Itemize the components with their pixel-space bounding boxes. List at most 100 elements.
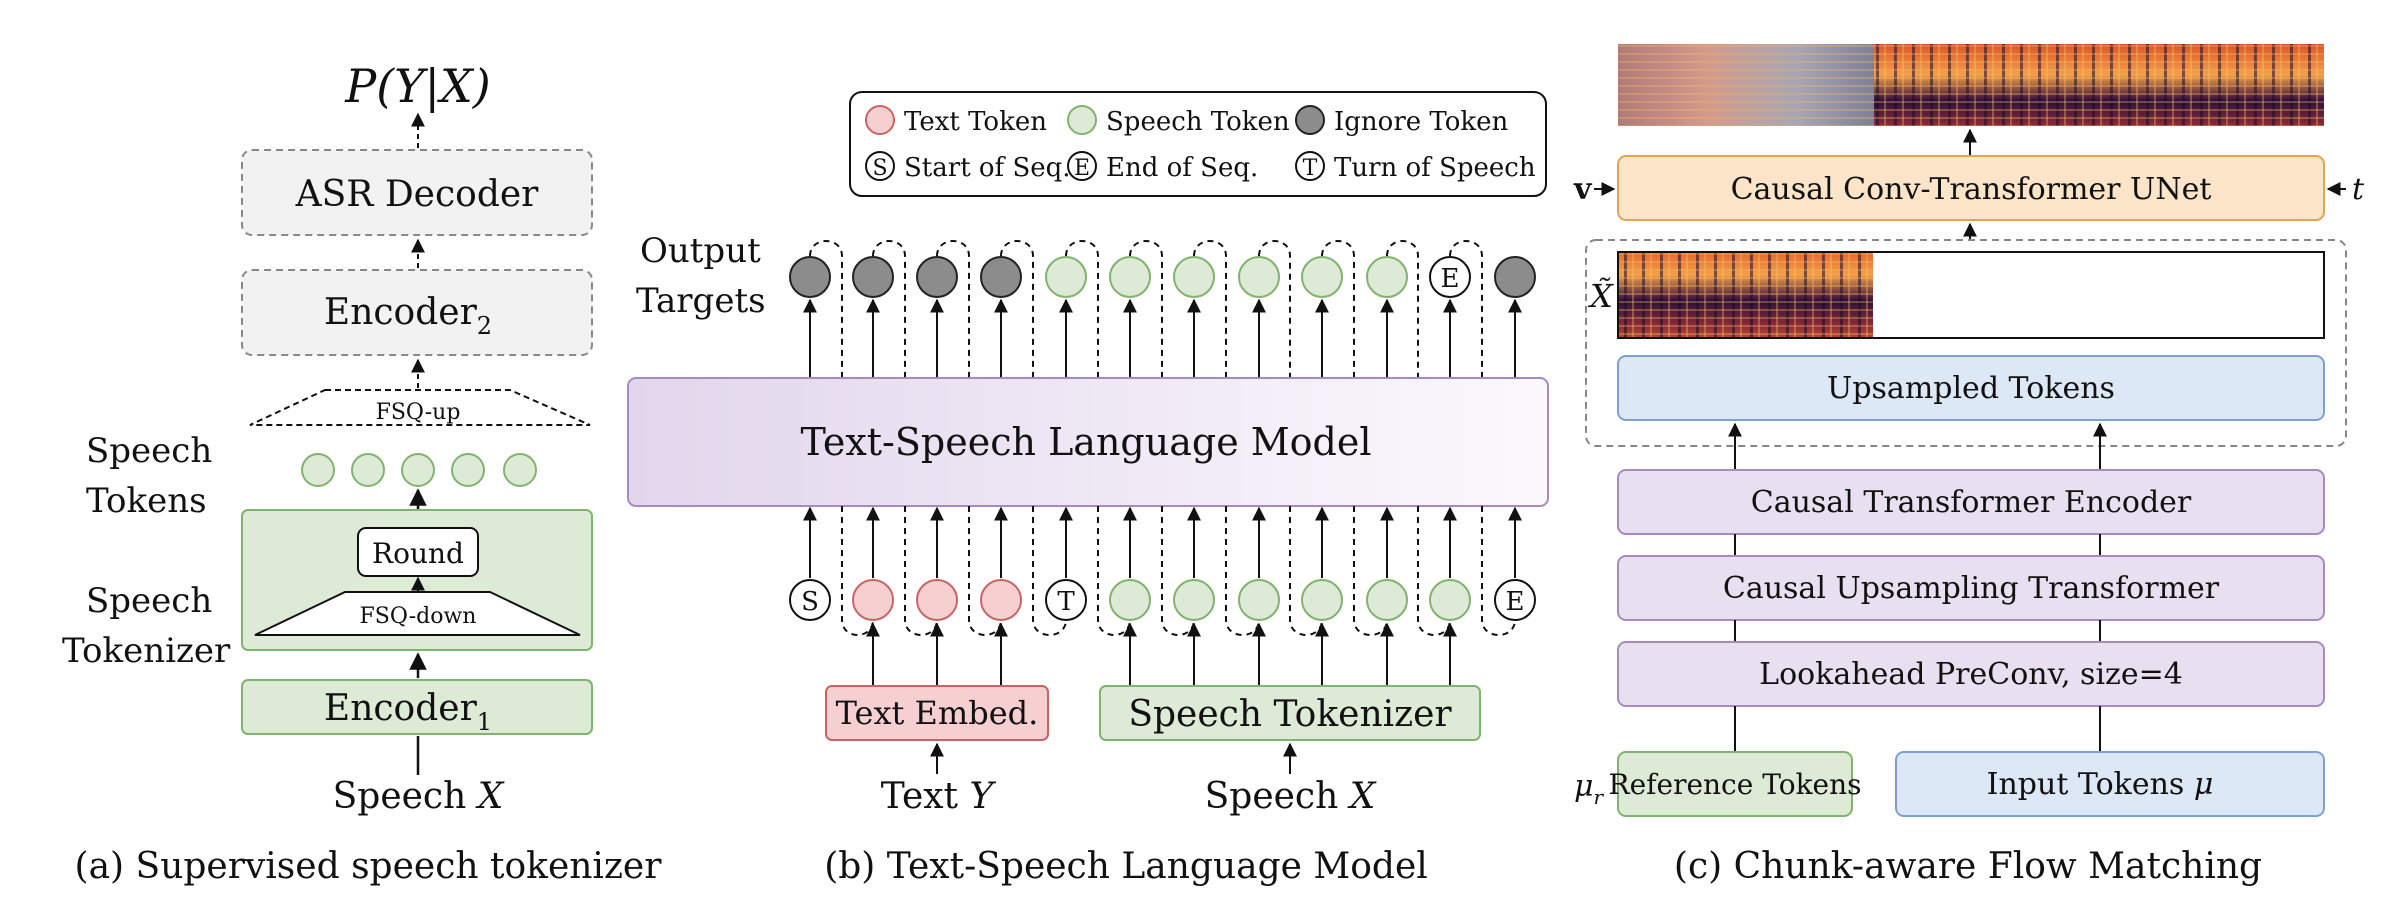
masked-spectrogram-input xyxy=(1617,251,2325,339)
text-speech-lm-label: Text-Speech Language Model xyxy=(800,420,1371,464)
round-box xyxy=(357,527,479,577)
input-text-token xyxy=(916,579,958,621)
unet-label: Causal Conv-Transformer UNet xyxy=(1731,172,2212,207)
input-speech-token xyxy=(1301,579,1343,621)
input-arrows xyxy=(803,506,1522,578)
output-targets-label-line2: Targets xyxy=(636,281,766,321)
text-embed-label: Text Embed. xyxy=(836,694,1039,732)
fsq-down-label: FSQ-down xyxy=(360,604,477,629)
output-target-row: E xyxy=(789,256,1536,298)
legend-start-letter: S xyxy=(872,156,887,181)
fsq-up-label: FSQ-up xyxy=(376,400,461,425)
legend-start-symbol xyxy=(865,151,895,181)
causal-upsampling-label: Causal Upsampling Transformer xyxy=(1723,571,2220,606)
speech-token xyxy=(401,453,435,487)
legend-text-token-label: Text Token xyxy=(904,107,1047,137)
output-end-letter: E xyxy=(1441,264,1460,294)
legend-start-of-seq-label: Start of Seq. xyxy=(904,153,1071,183)
output-speech-token xyxy=(1238,256,1280,298)
panel-a-supervised-tokenizer: P(Y|X) ASR Decoder Encoder2 FSQ-up Speec… xyxy=(62,59,662,887)
encoder2-label: Encoder2 xyxy=(324,292,492,340)
output-mel-spectrogram xyxy=(1618,44,2324,126)
caption-b: (b) Text-Speech Language Model xyxy=(824,846,1428,887)
lookahead-preconv-label: Lookahead PreConv, size=4 xyxy=(1759,657,2183,692)
v-input-label: v xyxy=(1573,172,1593,207)
text-speech-lm-box xyxy=(627,377,1549,507)
encoder2-box xyxy=(241,269,593,356)
speech-tokenizer-box-b xyxy=(1099,685,1481,741)
speech-tokens-label-line2: Tokens xyxy=(86,481,207,521)
legend-box xyxy=(849,91,1547,197)
encoder1-label: Encoder1 xyxy=(324,688,492,736)
legend-end-letter: E xyxy=(1074,156,1090,181)
mu-r-label: μr xyxy=(1574,769,1605,809)
legend-ignore-token-label: Ignore Token xyxy=(1334,107,1509,137)
autoregressive-dashed-curves-top xyxy=(809,240,1483,378)
legend-speech-token-swatch xyxy=(1067,105,1097,135)
output-speech-token xyxy=(1366,256,1408,298)
asr-decoder-label: ASR Decoder xyxy=(295,174,540,215)
input-token-row: S T E xyxy=(789,579,1536,621)
input-speech-token xyxy=(1238,579,1280,621)
input-speech-token xyxy=(1173,579,1215,621)
speech-tokenizer-label-line1: Speech xyxy=(86,581,212,621)
output-targets-label-line1: Output xyxy=(640,231,761,271)
output-probability-label: P(Y|X) xyxy=(344,59,490,113)
unet-box xyxy=(1617,155,2325,221)
legend-end-symbol xyxy=(1067,151,1097,181)
encoder1-box xyxy=(241,679,593,735)
input-start-letter: S xyxy=(801,587,819,617)
speech-input-label-b: Speech X xyxy=(1205,776,1377,817)
speech-tokenizer-label-b: Speech Tokenizer xyxy=(1128,694,1452,735)
reference-tokens-box xyxy=(1617,751,1853,817)
output-speech-token xyxy=(1173,256,1215,298)
speech-tokens-label-line1: Speech xyxy=(86,431,212,471)
input-speech-token xyxy=(1429,579,1471,621)
reference-tokens-label: Reference Tokens xyxy=(1608,768,1861,801)
asr-decoder-box xyxy=(241,149,593,236)
caption-a: (a) Supervised speech tokenizer xyxy=(75,846,663,887)
panel-b-text-speech-lm: Text Token Speech Token Ignore Token S S… xyxy=(627,91,1549,887)
output-speech-token xyxy=(1109,256,1151,298)
x-tilde-label: X̃ xyxy=(1587,277,1614,315)
speech-token xyxy=(451,453,485,487)
output-arrows xyxy=(803,298,1522,378)
input-end-letter: E xyxy=(1506,587,1525,617)
fsq-down-trapezoid xyxy=(254,591,581,636)
conditioning-group xyxy=(1585,239,2347,447)
speech-token-row-a xyxy=(301,453,537,487)
input-turn-token xyxy=(1045,579,1087,621)
input-text-token xyxy=(980,579,1022,621)
input-speech-token xyxy=(1109,579,1151,621)
fsq-up-trapezoid xyxy=(249,389,591,426)
lookahead-preconv-box xyxy=(1617,641,2325,707)
output-end-token xyxy=(1429,256,1471,298)
legend-turn-letter: T xyxy=(1303,156,1318,181)
t-input-label: t xyxy=(2352,172,2365,207)
speech-tokenizer-label-line2: Tokenizer xyxy=(62,631,231,671)
output-ignore-token xyxy=(980,256,1022,298)
input-tokens-box xyxy=(1895,751,2325,817)
speech-token xyxy=(503,453,537,487)
input-start-token xyxy=(789,579,831,621)
causal-transformer-encoder-box xyxy=(1617,469,2325,535)
embed-to-token-arrows xyxy=(866,622,1457,686)
input-tokens-label: Input Tokens μ xyxy=(1987,767,2214,802)
speech-token xyxy=(351,453,385,487)
text-input-label: Text Y xyxy=(881,776,997,817)
causal-transformer-encoder-label: Causal Transformer Encoder xyxy=(1751,485,2192,520)
input-text-token xyxy=(852,579,894,621)
output-ignore-token xyxy=(916,256,958,298)
output-speech-token xyxy=(1045,256,1087,298)
legend-turn-of-speech-label: Turn of Speech xyxy=(1334,153,1536,183)
output-ignore-token xyxy=(852,256,894,298)
output-speech-token xyxy=(1301,256,1343,298)
legend-ignore-token-swatch xyxy=(1295,105,1325,135)
input-turn-letter: T xyxy=(1057,587,1075,617)
legend-text-token-swatch xyxy=(865,105,895,135)
caption-c: (c) Chunk-aware Flow Matching xyxy=(1674,846,2262,887)
legend-end-of-seq-label: End of Seq. xyxy=(1106,153,1258,183)
causal-upsampling-box xyxy=(1617,555,2325,621)
